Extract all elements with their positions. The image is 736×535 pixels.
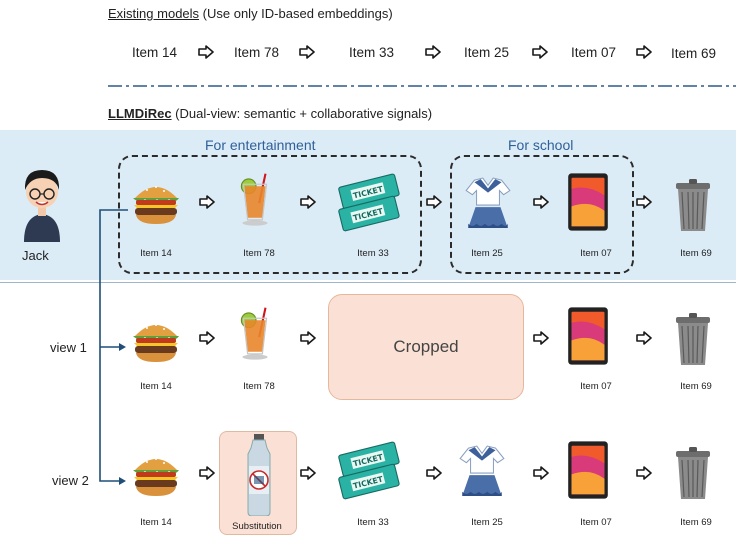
- arrow-right-icon: [199, 195, 215, 209]
- arrow-right-icon: [636, 331, 652, 345]
- arrow-right-icon: [426, 466, 442, 480]
- top-item-6: Item 69: [671, 46, 717, 61]
- arrow-right-icon: [299, 45, 315, 59]
- band-divider: [0, 282, 736, 283]
- burger-icon: [133, 186, 179, 224]
- top-item-5: Item 07: [571, 45, 617, 60]
- item-label: Item 07: [580, 517, 612, 528]
- school-uniform-icon: [459, 445, 505, 497]
- item-label: Item 25: [471, 517, 503, 528]
- trash-can-icon: [675, 178, 711, 232]
- item-label: Item 07: [580, 381, 612, 392]
- arrow-right-icon: [300, 466, 316, 480]
- existing-models-title: Existing models: [108, 6, 200, 21]
- item-label: Item 14: [140, 381, 172, 392]
- tickets-icon: [337, 441, 401, 500]
- user-name: Jack: [22, 248, 49, 263]
- iced-drink-icon: [240, 172, 269, 227]
- item-label: Item 14: [140, 517, 172, 528]
- water-bottle-icon: [247, 434, 271, 516]
- item-label: Item 69: [680, 381, 712, 392]
- top-item-1: Item 14: [132, 45, 178, 60]
- tablet-icon: [568, 307, 608, 365]
- arrow-right-icon: [533, 331, 549, 345]
- substitution-label: Substitution: [232, 521, 282, 532]
- view2-label: view 2: [52, 473, 89, 488]
- item-label: Item 25: [471, 248, 503, 259]
- existing-models-header: Existing models (Use only ID-based embed…: [108, 6, 393, 21]
- arrow-right-icon: [636, 466, 652, 480]
- arrow-right-icon: [300, 195, 316, 209]
- item-label: Item 69: [680, 248, 712, 259]
- arrow-right-icon: [636, 45, 652, 59]
- item-label: Item 33: [357, 517, 389, 528]
- llmdirec-header: LLMDiRec (Dual-view: semantic + collabor…: [108, 106, 432, 121]
- entertainment-group-box: [118, 155, 422, 274]
- school-group-title: For school: [508, 137, 574, 153]
- arrow-right-icon: [199, 466, 215, 480]
- top-item-2: Item 78: [234, 45, 280, 60]
- tablet-icon: [568, 173, 608, 231]
- item-label: Item 14: [140, 248, 172, 259]
- llmdirec-title: LLMDiRec: [108, 106, 172, 121]
- arrow-right-icon: [300, 331, 316, 345]
- trash-can-icon: [675, 312, 711, 366]
- item-label: Item 07: [580, 248, 612, 259]
- item-label: Item 78: [243, 381, 275, 392]
- arrow-right-icon: [426, 195, 442, 209]
- entertainment-group-title: For entertainment: [205, 137, 316, 153]
- user-avatar-icon: [24, 170, 60, 242]
- view1-label: view 1: [50, 340, 87, 355]
- arrow-right-icon: [198, 45, 214, 59]
- trash-can-icon: [675, 446, 711, 500]
- llmdirec-desc: (Dual-view: semantic + collaborative sig…: [171, 106, 433, 121]
- item-label: Item 69: [680, 517, 712, 528]
- top-item-3: Item 33: [349, 45, 395, 60]
- arrow-right-icon: [533, 466, 549, 480]
- item-label: Item 78: [243, 248, 275, 259]
- arrow-right-icon: [533, 195, 549, 209]
- arrow-right-icon: [425, 45, 441, 59]
- item-label: Item 33: [357, 248, 389, 259]
- tablet-icon: [568, 441, 608, 499]
- arrow-right-icon: [636, 195, 652, 209]
- existing-models-desc: (Use only ID-based embeddings): [199, 6, 393, 21]
- cropped-segment: Cropped: [328, 294, 524, 400]
- branch-connector: [99, 209, 128, 485]
- arrow-right-icon: [532, 45, 548, 59]
- burger-icon: [133, 324, 179, 362]
- top-item-4: Item 25: [464, 45, 510, 60]
- iced-drink-icon: [240, 306, 269, 361]
- burger-icon: [133, 458, 179, 496]
- arrow-right-icon: [199, 331, 215, 345]
- tickets-icon: [337, 173, 401, 232]
- school-group-box: [450, 155, 634, 274]
- school-uniform-icon: [465, 177, 511, 229]
- section-divider: [108, 85, 736, 87]
